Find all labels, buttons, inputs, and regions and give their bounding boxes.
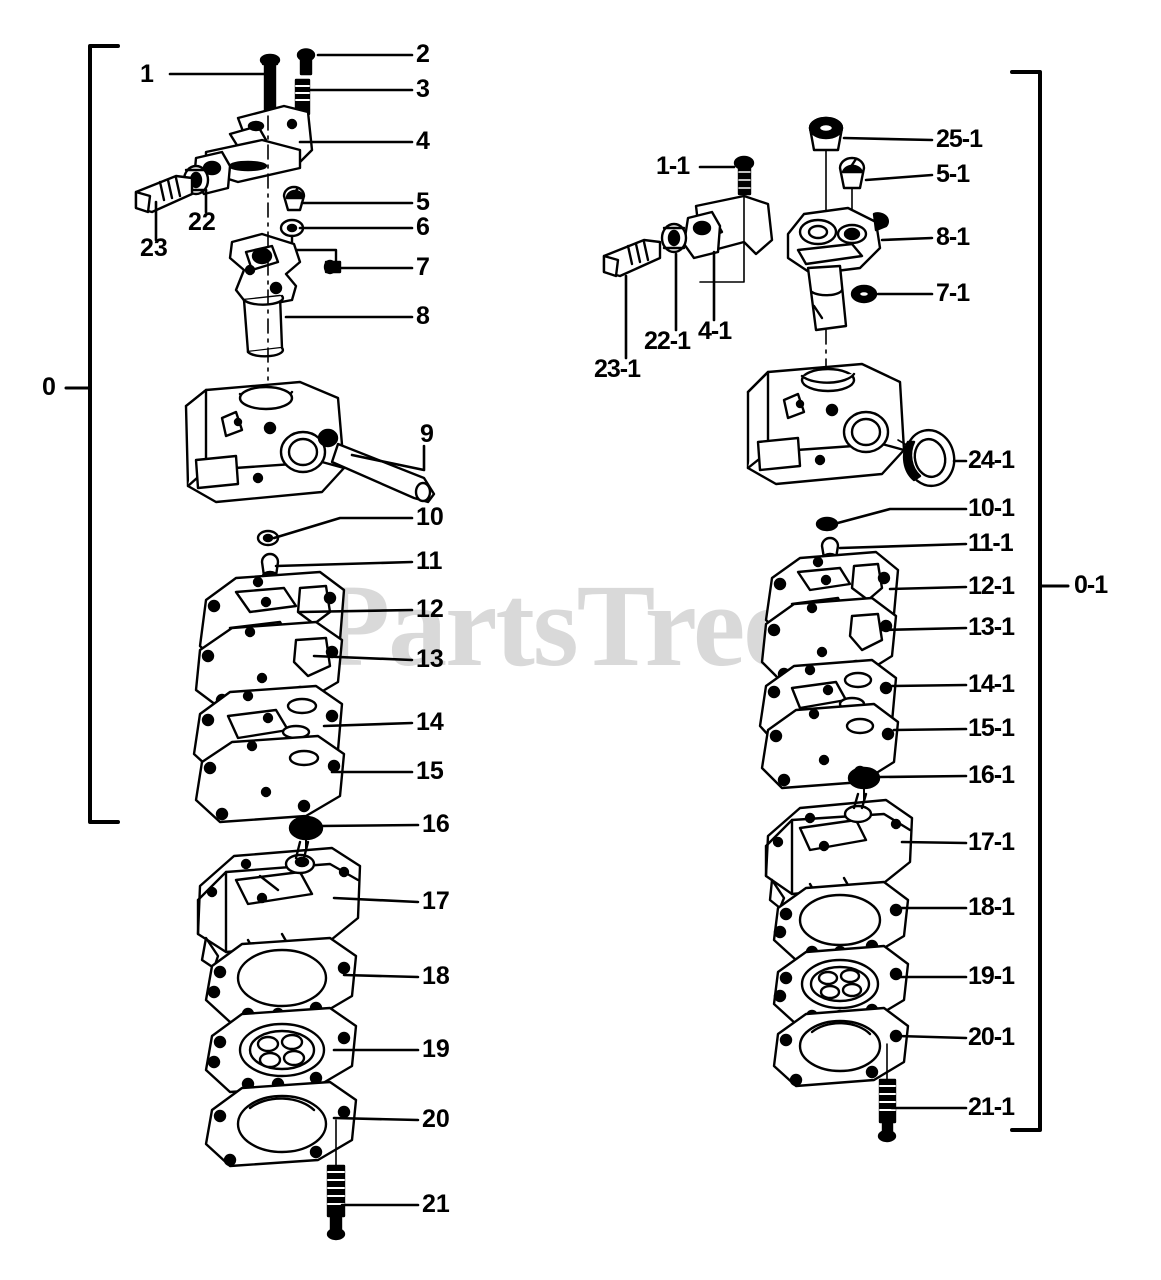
callout-14: 14 (416, 708, 444, 736)
callout-5-1: 5-1 (936, 160, 970, 188)
callout-20: 20 (422, 1105, 450, 1133)
callout-7: 7 (416, 253, 430, 281)
part-screw-1-1 (733, 155, 755, 196)
part-metering-body-17-1 (764, 792, 914, 910)
bracket-left (88, 44, 120, 824)
callout-14-1: 14-1 (968, 670, 1015, 698)
callout-6: 6 (416, 213, 430, 241)
callout-23-1: 23-1 (594, 355, 641, 383)
callout-25-1: 25-1 (936, 125, 983, 153)
callout-21-1: 21-1 (968, 1093, 1015, 1121)
part-carb-body-left (184, 380, 346, 504)
part-oring-7-1 (850, 284, 878, 304)
callout-12: 12 (416, 595, 444, 623)
callout-4: 4 (416, 127, 430, 155)
part-plug-16 (288, 815, 324, 841)
callout-17: 17 (422, 887, 450, 915)
part-long-screw-21 (326, 1164, 346, 1241)
callout-4-1: 4-1 (698, 317, 732, 345)
part-cap-nut-25-1 (808, 116, 844, 152)
part-gasket-15 (194, 734, 346, 824)
callout-1: 1 (140, 60, 154, 88)
callout-8: 8 (416, 302, 430, 330)
part-diaphragm-18 (204, 936, 358, 1024)
part-throttle-shaft-8-1 (786, 206, 889, 332)
callout-17-1: 17-1 (968, 828, 1015, 856)
callout-20-1: 20-1 (968, 1023, 1015, 1051)
callout-18-1: 18-1 (968, 893, 1015, 921)
assembly-label-0: 0 (42, 373, 56, 401)
part-fitting-23-1 (602, 238, 662, 278)
callout-15: 15 (416, 757, 444, 785)
callout-9: 9 (420, 420, 434, 448)
part-carb-body-right (746, 362, 906, 486)
part-fitting-23 (134, 174, 194, 214)
callout-13-1: 13-1 (968, 613, 1015, 641)
callout-15-1: 15-1 (968, 714, 1015, 742)
callout-8-1: 8-1 (936, 223, 970, 251)
callout-19: 19 (422, 1035, 450, 1063)
part-plug-16-1 (847, 766, 881, 790)
callout-16-1: 16-1 (968, 761, 1015, 789)
callout-1-1: 1-1 (656, 152, 690, 180)
part-metering-body-17 (196, 840, 362, 970)
callout-3: 3 (416, 75, 430, 103)
watermark-partstree: PartsTree (318, 560, 796, 691)
callout-11: 11 (416, 547, 443, 575)
callout-23: 23 (140, 234, 168, 262)
bracket-right (1010, 70, 1042, 1132)
callout-21: 21 (422, 1190, 450, 1218)
callout-18: 18 (422, 962, 450, 990)
callout-7-1: 7-1 (936, 279, 970, 307)
callout-13: 13 (416, 645, 444, 673)
callout-10: 10 (416, 503, 444, 531)
assembly-label-0-1: 0-1 (1074, 571, 1108, 599)
callout-22-1: 22-1 (644, 327, 691, 355)
callout-22: 22 (188, 208, 216, 236)
part-screw-1 (259, 53, 281, 114)
leader-lines (154, 53, 968, 1207)
callout-10-1: 10-1 (968, 494, 1015, 522)
part-screw-2 (296, 48, 316, 76)
callout-5: 5 (416, 188, 430, 216)
part-seal-ring-24-1 (902, 428, 956, 488)
callout-16: 16 (422, 810, 450, 838)
part-long-screw-21-1 (877, 1078, 897, 1143)
part-barrel-8 (242, 294, 285, 358)
callout-19-1: 19-1 (968, 962, 1015, 990)
callout-24-1: 24-1 (968, 446, 1015, 474)
callout-12-1: 12-1 (968, 572, 1015, 600)
callout-11-1: 11-1 (968, 529, 1014, 557)
part-washer-22-1 (660, 222, 688, 254)
part-fuel-pipe-9 (330, 442, 436, 504)
part-pump-diaphragm-19 (204, 1006, 358, 1094)
part-cover-gasket-20 (204, 1080, 358, 1168)
callout-2: 2 (416, 40, 430, 68)
